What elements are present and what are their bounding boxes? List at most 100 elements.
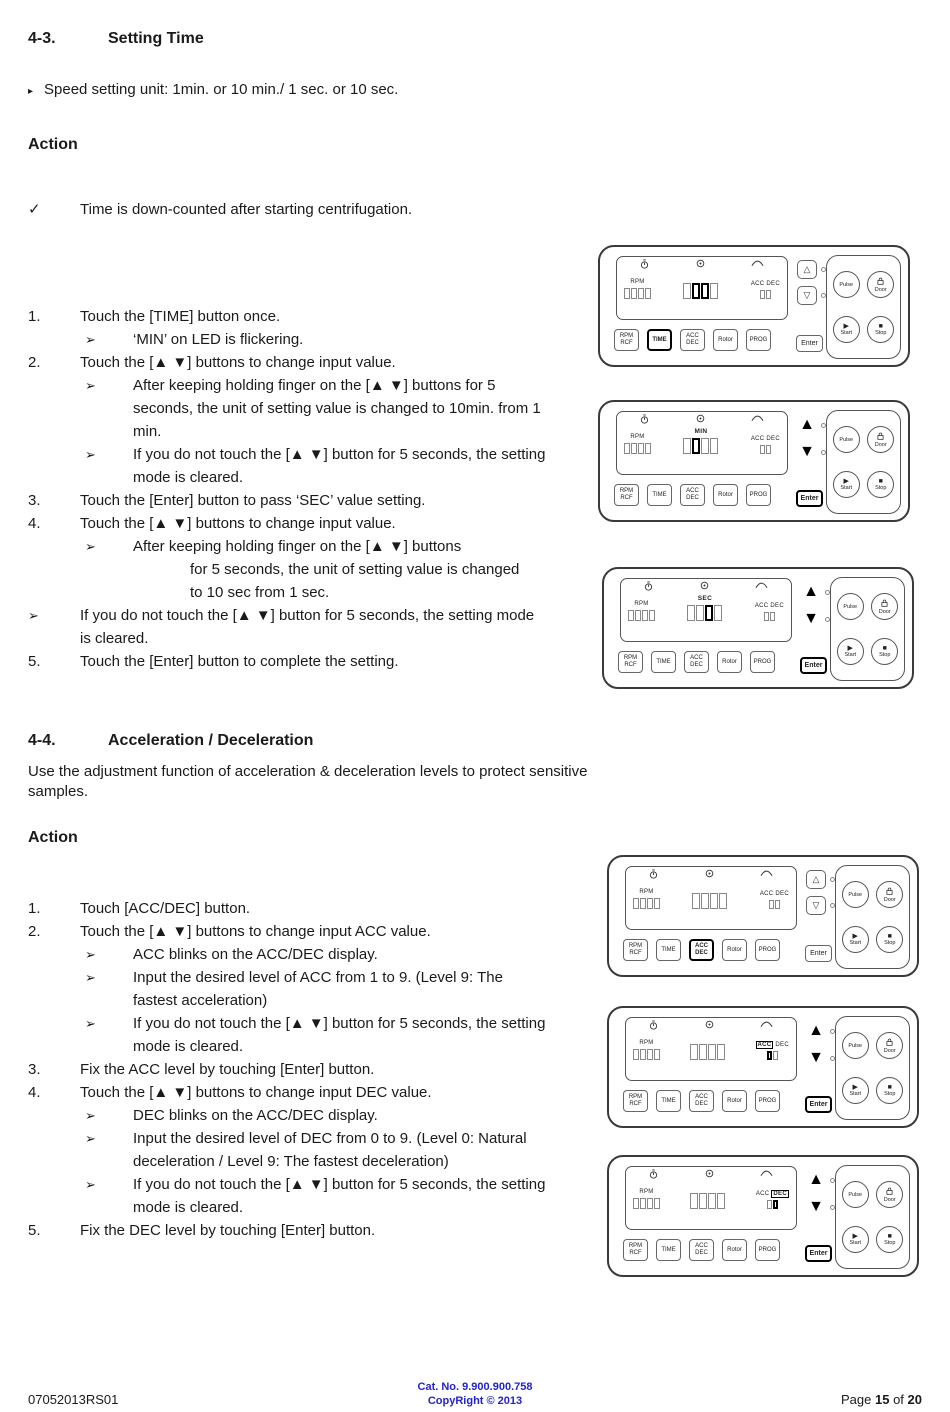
- list-text: Touch the [▲ ▼] buttons to change input …: [80, 515, 396, 532]
- list-number: 1.: [28, 308, 41, 325]
- timer-icon: [644, 581, 653, 591]
- prog-button: PROG: [750, 651, 775, 673]
- pulse-label: Pulse: [848, 1042, 863, 1049]
- start-button: ▶Start: [832, 471, 860, 498]
- play-icon: ▶: [852, 933, 858, 940]
- section-title: Setting Time: [108, 30, 204, 47]
- digit-box: [768, 900, 774, 909]
- rpm-readout: RPM: [628, 600, 655, 621]
- acc-dec-readout: ACC DEC: [755, 1041, 789, 1060]
- timer-icon: [649, 869, 658, 879]
- pulse-label: Pulse: [843, 603, 858, 610]
- door-button: Door: [876, 1032, 904, 1059]
- door-button: Door: [867, 271, 895, 298]
- section-title: Acceleration / Deceleration: [108, 732, 314, 749]
- lid-icon: [751, 415, 764, 422]
- arrow-bullet-icon: ➢: [85, 378, 96, 393]
- digit-box: [717, 1044, 726, 1060]
- door-label: Door: [874, 441, 887, 448]
- digit-box: [640, 1049, 646, 1060]
- down-arrow-button: ▼: [799, 443, 815, 460]
- led-indicator: [821, 422, 826, 428]
- digit-box: [699, 1193, 708, 1209]
- button-label-line: ACC: [686, 488, 699, 494]
- start-button: ▶Start: [841, 926, 869, 953]
- up-arrow-button: ▲: [799, 416, 815, 433]
- speed-unit-bullet: ▸ Speed setting unit: 1min. or 10 min./ …: [28, 80, 608, 102]
- section-4-4-heading: 4-4. Acceleration / Deceleration: [28, 730, 608, 751]
- action-label-1: Action: [28, 136, 78, 153]
- arrow-bullet-icon: ➢: [85, 539, 96, 554]
- section-number: 4-4.: [28, 732, 56, 749]
- rotor-button: Rotor: [722, 1090, 747, 1112]
- up-arrow-button: ▲: [808, 1171, 824, 1188]
- digit-box: [769, 612, 775, 621]
- rpm-label: RPM: [639, 1040, 654, 1046]
- list-item: 2.Touch the [▲ ▼] buttons to change inpu…: [28, 920, 608, 943]
- acc-dec-label: ACC DEC: [751, 280, 780, 288]
- display-icons: [633, 1020, 789, 1031]
- list-number: 3.: [28, 1061, 41, 1078]
- copyright-line: CopyRight © 2013: [427, 1395, 523, 1407]
- lid-icon: [760, 870, 773, 877]
- down-arrow-button: ▽: [806, 896, 826, 915]
- digit-box: [638, 443, 644, 454]
- list-number: 5.: [28, 1222, 41, 1239]
- digit-box: [759, 290, 765, 299]
- lock-icon: [881, 599, 888, 607]
- timer-icon: [649, 1169, 658, 1179]
- led-indicator: [825, 589, 830, 595]
- time-readout: [683, 273, 719, 299]
- up-arrow-button: △: [797, 260, 817, 279]
- pulse-button: Pulse: [832, 271, 860, 298]
- dec-label: DEC: [766, 281, 780, 287]
- up-arrow-button: △: [806, 870, 826, 889]
- digit-box: [633, 898, 639, 909]
- list-text: If you do not touch the [▲ ▼] button for…: [133, 1015, 546, 1055]
- digit-box: [692, 283, 701, 299]
- list-number: 4.: [28, 515, 41, 532]
- door-button: Door: [871, 593, 899, 620]
- button-label-line: ACC: [686, 333, 699, 339]
- play-icon: ▶: [843, 323, 849, 330]
- stop-label: Stop: [884, 1240, 896, 1246]
- list-text: for 5 seconds, the unit of setting value…: [190, 561, 520, 578]
- stop-label: Stop: [884, 940, 896, 946]
- stop-button: ■Stop: [867, 316, 895, 343]
- check-text: Time is down-counted after starting cent…: [80, 201, 413, 218]
- digit-box: [699, 1044, 708, 1060]
- acc-label: ACC: [750, 281, 765, 287]
- digit-box: [766, 1200, 772, 1209]
- rotor-icon: [696, 259, 704, 268]
- enter-button: Enter: [805, 1096, 832, 1113]
- footer-center: Cat. No. 9.900.900.758 CopyRight © 2013: [0, 1380, 950, 1408]
- acc-dec-label: ACC DEC: [751, 435, 780, 443]
- display-icons: [624, 414, 780, 425]
- rotor-icon: [705, 1169, 713, 1178]
- enter-button: Enter: [796, 490, 823, 507]
- stop-icon: ■: [882, 645, 887, 652]
- list-item: ➢After keeping holding finger on the [▲ …: [85, 374, 608, 443]
- button-label-line: PROG: [758, 946, 777, 953]
- page-word: Page: [841, 1392, 875, 1407]
- down-arrow-button: ▼: [808, 1198, 824, 1215]
- prog-button: PROG: [755, 1090, 780, 1112]
- play-icon: ▶: [847, 645, 853, 652]
- digit-box: [705, 605, 714, 621]
- triangle-bullet-icon: ▸: [28, 86, 34, 97]
- led-indicator: [830, 1204, 835, 1210]
- button-label-line: PROG: [749, 491, 768, 498]
- acc-dec-label: ACC DEC: [760, 890, 789, 898]
- list-item: ➢ACC blinks on the ACC/DEC display.: [85, 943, 608, 966]
- lid-icon: [751, 260, 764, 267]
- button-label-line: TIME: [656, 658, 671, 665]
- list-text: ‘MIN’ on LED is flickering.: [133, 331, 304, 348]
- display-icons: [624, 259, 780, 270]
- arrow-buttons: ▲▼: [806, 1021, 835, 1068]
